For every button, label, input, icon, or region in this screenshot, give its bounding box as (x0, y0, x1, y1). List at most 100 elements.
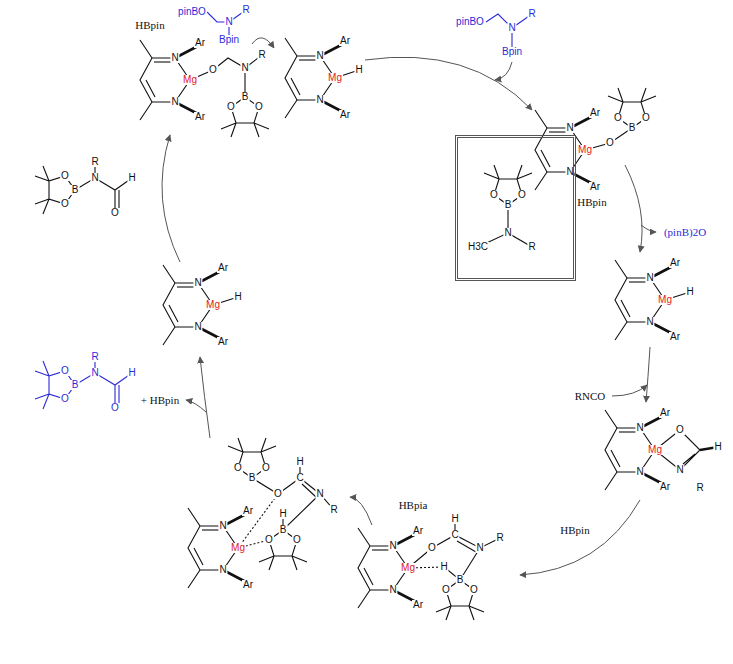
atom-label: H3C (467, 242, 489, 252)
nacnac-ligand (535, 110, 593, 190)
pinacol-ring (259, 530, 307, 570)
atom-label: N (90, 173, 99, 183)
atom-label: R (257, 50, 266, 60)
atom-label: Mg (657, 295, 673, 305)
atom-label: O (292, 535, 302, 545)
atom-label: Ar (412, 600, 424, 610)
drawing-part (520, 500, 640, 575)
atom-label: C (295, 473, 304, 483)
atom-label: Ar (659, 408, 671, 418)
pinacol-ring (228, 438, 276, 478)
atom-label: O (208, 65, 218, 75)
atom-label: O (517, 190, 527, 200)
atom-label: Ar (242, 506, 254, 516)
drawing-part (75, 162, 132, 213)
atom-label: O (60, 171, 70, 181)
atom-label: N (675, 465, 684, 475)
atom-label: N (635, 467, 644, 477)
atom-label: O (675, 425, 685, 435)
atom-label: Ar (669, 258, 681, 268)
drawing-part (238, 494, 278, 548)
reagent-label: HBpia (398, 500, 429, 511)
atom-label: N (90, 368, 99, 378)
atom-label: Ar (217, 337, 229, 347)
drawing-part (252, 462, 334, 530)
nacnac-ligand (285, 38, 343, 118)
atom-label: Ar (589, 182, 601, 192)
drawing-part (612, 385, 647, 396)
atom-label: H (278, 509, 287, 519)
atom-label: Ar (242, 580, 254, 590)
drawing-part (350, 497, 372, 525)
reagent-label: HBpin (576, 197, 607, 208)
drawing-part (365, 57, 532, 110)
atom-label: Mg (577, 145, 593, 155)
atom-label: R (90, 157, 99, 167)
atom-label: Mg (205, 300, 221, 310)
pinacol-ring (436, 580, 484, 620)
atom-label: B (628, 123, 637, 133)
atom-label: N (503, 228, 512, 238)
bonds (75, 55, 718, 580)
atom-label: N (170, 53, 179, 63)
atom-label: N (240, 63, 249, 73)
atom-label: O (60, 366, 70, 376)
atom-label: Ar (217, 263, 229, 273)
atom-label: pinBO (177, 7, 207, 17)
atom-label: H (354, 65, 363, 75)
atom-label: C (450, 530, 459, 540)
atom-label: N (388, 585, 397, 595)
atom-label: O (641, 113, 651, 123)
atom-label: Mg (182, 75, 198, 85)
atom-label: Ar (339, 110, 351, 120)
reagent-label: HBpin (134, 20, 165, 31)
atom-label: B (504, 200, 513, 210)
bonds (75, 10, 532, 408)
atom-label: Ar (194, 38, 206, 48)
atom-label: Mg (647, 445, 663, 455)
atom-label: O (261, 463, 271, 473)
atom-label: O (441, 585, 451, 595)
atom-label: Ar (412, 526, 424, 536)
atom-label: N (645, 317, 654, 327)
atom-label: O (110, 403, 120, 413)
atom-label: pinBO (455, 17, 485, 27)
drawing-part (75, 357, 132, 408)
pinacol-ring (608, 88, 656, 128)
nacnac-ligand (163, 265, 221, 345)
atom-label: B (241, 92, 250, 102)
atom-label: N (193, 322, 202, 332)
atom-label: H (127, 368, 136, 378)
atom-label: Bpin (218, 35, 240, 45)
atom-label: B (456, 575, 465, 585)
atom-label: O (226, 102, 236, 112)
atom-label: B (71, 380, 80, 390)
atom-label: O (469, 585, 479, 595)
reagent-label: RNCO (574, 391, 607, 402)
atom-label: O (60, 199, 70, 209)
atom-label: Ar (669, 332, 681, 342)
atom-label: N (475, 543, 484, 553)
drawing-part (162, 135, 180, 262)
atom-label: O (605, 138, 615, 148)
atom-label: N (507, 23, 516, 33)
nacnac-ligand (140, 40, 198, 120)
atom-label: N (193, 278, 202, 288)
nacnac-ligand (188, 508, 246, 588)
atom-label: O (264, 535, 274, 545)
atom-label: N (170, 97, 179, 107)
product-box: OOBNH3CR (455, 135, 576, 281)
atom-label: Ar (339, 36, 351, 46)
atom-label: H (450, 514, 459, 524)
atom-label: B (71, 185, 80, 195)
atom-label: N (315, 489, 324, 499)
drawing-part (641, 225, 656, 232)
drawing-part (495, 62, 512, 80)
drawing-part (186, 400, 206, 412)
pinacol-ring (35, 166, 75, 214)
atom-label: Ar (659, 482, 671, 492)
reagent-label: HBpin (559, 525, 590, 536)
atom-label: N (218, 565, 227, 575)
atom-label: H (685, 287, 694, 297)
